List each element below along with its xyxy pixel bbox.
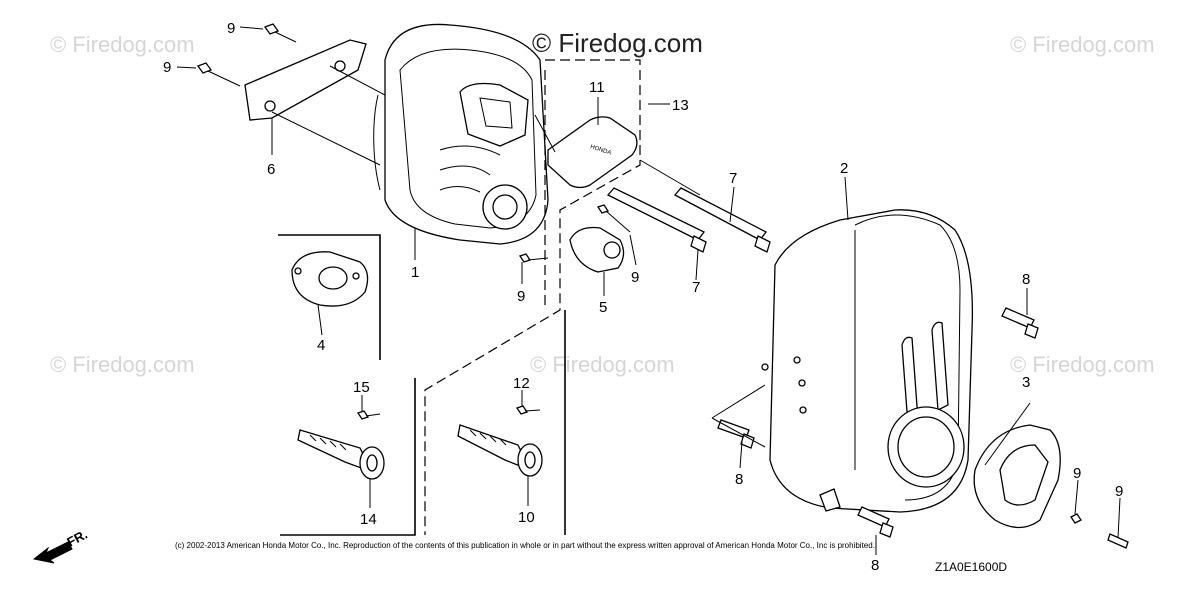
bolt-9-left: [196, 62, 241, 87]
callout-5: 5: [599, 299, 607, 316]
muffler-gasket: [291, 251, 369, 307]
callout-8: 8: [735, 471, 743, 488]
callout-6: 6: [267, 161, 275, 178]
exhaust-joint: [569, 226, 625, 273]
callout-15: 15: [353, 379, 370, 396]
callout-13: 13: [672, 97, 689, 114]
callout-8: 8: [1022, 271, 1030, 288]
diagram-code: Z1A0E1600D: [935, 560, 1007, 574]
flange-bolt-8-bottom: [857, 506, 894, 538]
callout-9: 9: [1073, 465, 1081, 482]
screw-9-deflector: [1070, 513, 1082, 524]
muffler-plate: HONDA: [534, 114, 701, 196]
callout-2: 2: [840, 160, 848, 177]
screw-9-far-right: [1107, 533, 1129, 549]
callout-14: 14: [360, 511, 377, 528]
spark-arrester-10: [457, 424, 543, 477]
copyright-notice: (c) 2002-2013 American Honda Motor Co., …: [175, 541, 875, 550]
muffler-body: [373, 23, 549, 245]
watermark-mid-center: © Firedog.com: [530, 352, 675, 377]
stud-bolt-7-long: [673, 187, 771, 253]
watermarks: © Firedog.com © Firedog.com © Firedog.co…: [50, 28, 1155, 377]
callout-9: 9: [631, 269, 639, 286]
callout-3: 3: [1022, 374, 1030, 391]
watermark-top-right: © Firedog.com: [1010, 32, 1155, 57]
front-arrow-icon: [32, 541, 73, 564]
watermark-main: © Firedog.com: [532, 28, 703, 58]
screw-15: [356, 410, 381, 420]
bolt-9-top: [263, 23, 297, 43]
stud-bolt-7-short: [606, 187, 707, 253]
front-arrow: FR.: [32, 527, 90, 564]
watermark-mid-left: © Firedog.com: [50, 352, 195, 377]
flange-bolt-8-right: [1001, 307, 1039, 339]
spark-arrester-14: [297, 429, 385, 480]
kit-outline-13: [424, 59, 641, 535]
callout-7: 7: [729, 170, 737, 187]
exhaust-deflector: [973, 402, 1061, 529]
callout-11: 11: [589, 79, 605, 96]
muffler-bracket: [244, 39, 386, 166]
callout-12: 12: [513, 375, 530, 392]
callout-numbers: 9 9 6 1 11 13 7 2 7 9 5 9 4 8 3 8 8 9 9 …: [163, 20, 1123, 574]
callout-7: 7: [692, 279, 700, 296]
callout-10: 10: [518, 509, 535, 526]
muffler-protector: [761, 209, 974, 513]
screw-12: [515, 405, 541, 415]
callout-8: 8: [871, 557, 879, 574]
kit-box-left: [280, 378, 416, 536]
watermark-mid-right: © Firedog.com: [1010, 352, 1155, 377]
leader-lines: [176, 26, 1121, 555]
callout-9: 9: [163, 59, 171, 76]
gasket-box: [278, 234, 381, 360]
watermark-top-left: © Firedog.com: [50, 32, 195, 57]
callout-4: 4: [317, 337, 325, 354]
screw-9-joint: [596, 204, 631, 233]
callout-1: 1: [411, 264, 419, 281]
callout-9: 9: [227, 20, 235, 37]
callout-9: 9: [517, 288, 525, 305]
screw-9-center: [518, 253, 549, 263]
callout-9: 9: [1115, 483, 1123, 500]
flange-bolt-8-left: [711, 384, 766, 449]
